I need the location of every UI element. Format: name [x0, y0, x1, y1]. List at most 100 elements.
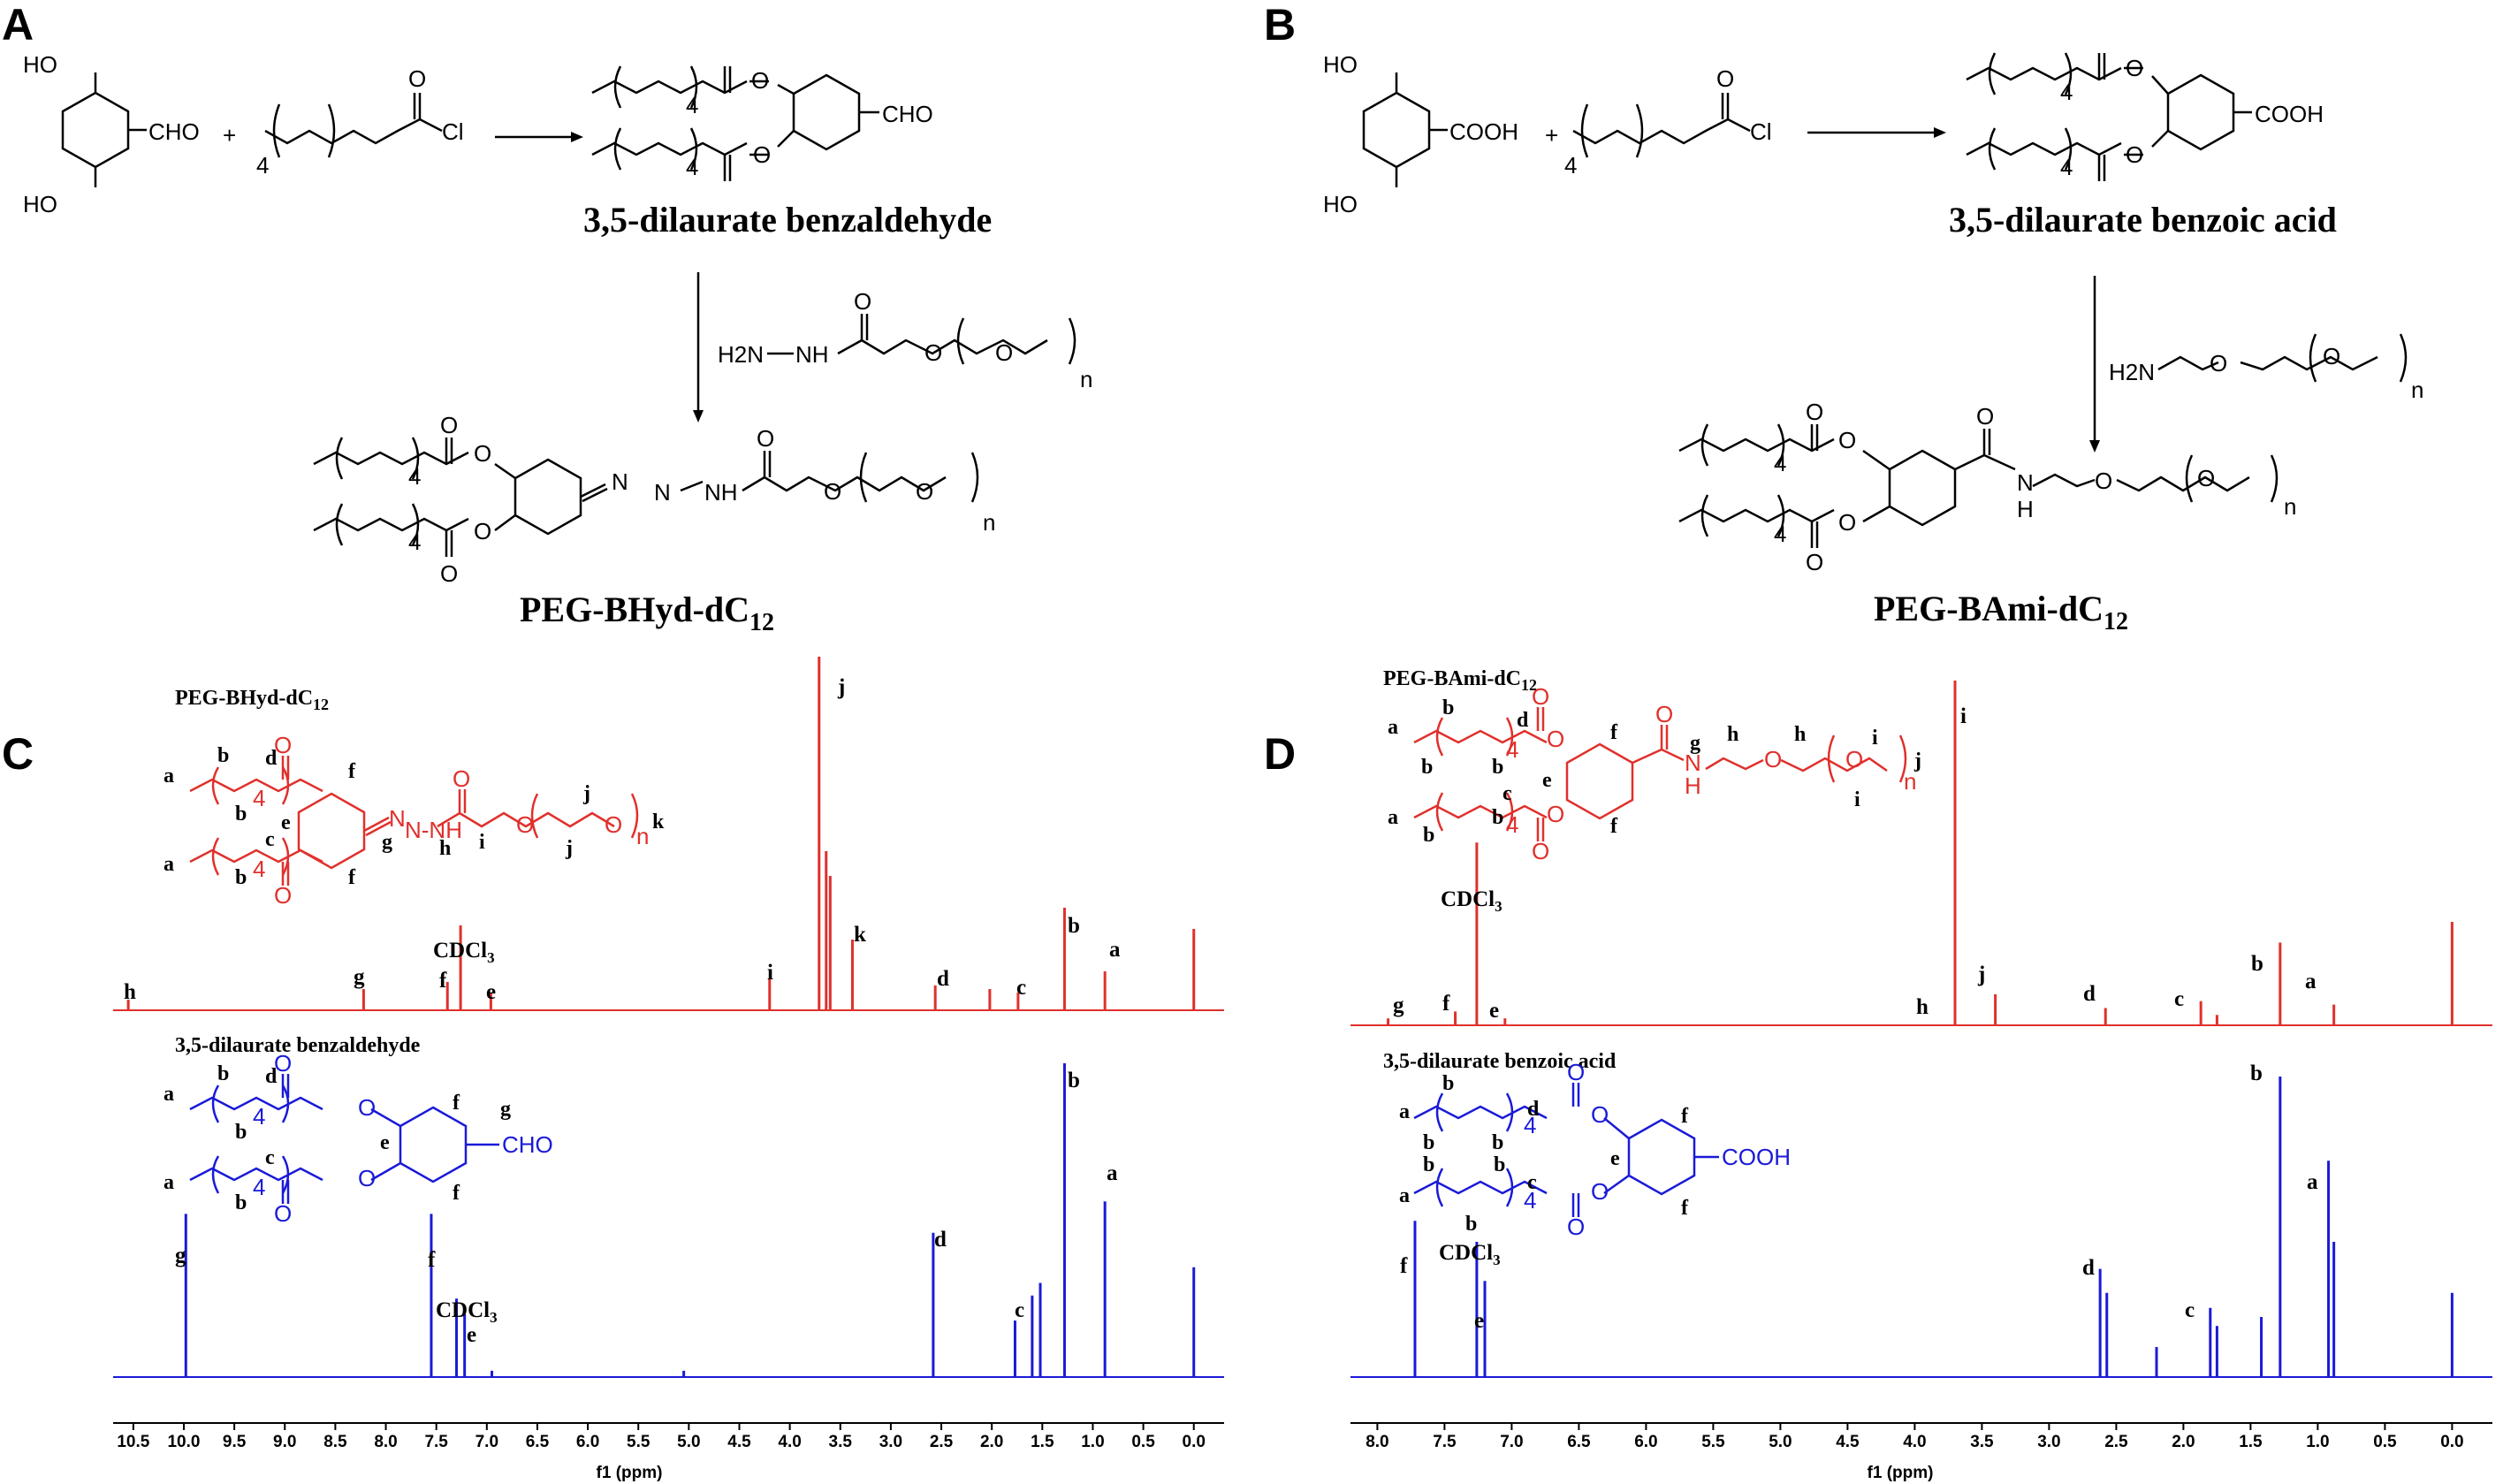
c-tick-label: 5.5 [627, 1433, 650, 1451]
d-top-sub4-a: 4 [1506, 736, 1518, 763]
d-tick-label: 2.0 [2172, 1433, 2195, 1451]
svg-text:f: f [439, 969, 447, 993]
b-p2-o6: O [2095, 468, 2112, 494]
svg-text:CDCl3: CDCl3 [1441, 887, 1503, 915]
d-bot-sub4-b: 4 [1524, 1187, 1536, 1214]
c-tick-label: 3.5 [829, 1433, 853, 1451]
c-bot-o-c: O [358, 1094, 376, 1121]
b-p1-cooh: COOH [2255, 101, 2324, 127]
svg-text:j: j [1977, 963, 1985, 986]
svg-text:i: i [1872, 727, 1878, 750]
a-r3-o1: O [854, 288, 871, 315]
d-top-n: N [1685, 750, 1701, 776]
d-bottom-peak-labels: f e d c b a CDCl3 [1400, 1062, 2318, 1333]
d-bottom-structure [1413, 1083, 1719, 1217]
d-top-nsub: n [1904, 768, 1916, 795]
b-r2-o: O [1716, 65, 1734, 92]
b-p1-o2: O [2126, 141, 2143, 168]
c-top-n: n [636, 823, 649, 849]
d-tick-label: 0.5 [2373, 1433, 2397, 1451]
a-p1-o2: O [753, 141, 771, 168]
b-reagent-dihydroxybenzoic-acid [1362, 72, 1448, 187]
c-tick-label: 7.0 [475, 1433, 498, 1451]
svg-text:e: e [486, 980, 496, 1004]
svg-text:a: a [1109, 938, 1121, 962]
svg-text:g: g [500, 1098, 511, 1121]
svg-text:h: h [1794, 723, 1806, 746]
c-tick-label: 1.0 [1081, 1433, 1104, 1451]
a-p2-sub1: 4 [408, 463, 421, 490]
a-r3-o3: O [995, 339, 1013, 366]
svg-text:f: f [428, 1248, 436, 1272]
svg-text:b: b [235, 1191, 247, 1214]
svg-text:a: a [1399, 1100, 1410, 1123]
a-p2-o6: O [824, 478, 841, 505]
a-ho-top: HO [23, 51, 57, 78]
c-bottom-structure [189, 1074, 499, 1204]
svg-text:e: e [1542, 769, 1552, 792]
c-tick-label: 2.0 [980, 1433, 1003, 1451]
a-p1-sub1: 4 [686, 92, 698, 118]
a-product2-structure [313, 437, 979, 557]
b-plus: + [1545, 122, 1558, 148]
c-bot-o-b: O [274, 1200, 292, 1227]
d-bot-o-a: O [1567, 1059, 1585, 1085]
a-p2-n1: N [612, 468, 628, 495]
svg-text:f: f [348, 866, 356, 889]
svg-text:h: h [1916, 995, 1929, 1019]
svg-text:b: b [217, 744, 229, 767]
a-arrow-right-head [571, 132, 583, 142]
a-product1-name: 3,5-dilaurate benzaldehyde [583, 200, 992, 240]
b-r3-o1: O [2210, 350, 2227, 377]
d-bot-o-b: O [1567, 1214, 1585, 1240]
svg-text:j: j [582, 782, 590, 805]
svg-text:e: e [1474, 1309, 1484, 1333]
svg-text:a: a [1107, 1161, 1118, 1185]
c-top-label: PEG-BHyd-dC12 [175, 687, 329, 713]
svg-text:b: b [1492, 806, 1503, 829]
b-product2-structure [1678, 423, 2279, 548]
svg-text:e: e [467, 1323, 476, 1347]
svg-text:a: a [1388, 716, 1398, 739]
d-tick-label: 6.5 [1567, 1433, 1591, 1451]
a-p2-n2: N [654, 479, 671, 506]
b-ho-top: HO [1323, 51, 1358, 78]
d-bot-o-c: O [1591, 1101, 1609, 1128]
svg-text:g: g [175, 1244, 186, 1267]
a-p2-o1: O [474, 440, 491, 467]
svg-text:k: k [652, 810, 665, 833]
svg-text:b: b [1423, 1131, 1434, 1154]
c-top-structure [189, 756, 639, 886]
svg-text:b: b [2251, 952, 2263, 976]
c-bot-cho: CHO [502, 1131, 553, 1158]
svg-text:e: e [380, 1131, 390, 1154]
c-tick-label: 10.0 [167, 1433, 200, 1451]
svg-text:d: d [265, 747, 278, 770]
c-bot-sub4-a: 4 [253, 1103, 265, 1130]
d-bottom-label: 3,5-dilaurate benzoic acid [1383, 1050, 1617, 1073]
b-p1-o1: O [2126, 55, 2143, 81]
b-p2-o1: O [1838, 427, 1856, 453]
svg-text:c: c [1015, 1298, 1024, 1322]
d-top-structure [1413, 707, 1907, 841]
d-top-h: H [1685, 772, 1701, 799]
d-top-sub4-b: 4 [1506, 811, 1518, 838]
svg-text:i: i [1854, 788, 1860, 811]
svg-text:j: j [565, 837, 573, 860]
c-top-o-c: O [453, 765, 470, 792]
d-tick-label: 7.0 [1500, 1433, 1523, 1451]
c-bottom-peak-labels: g f e d c b a CDCl3 [175, 1069, 1118, 1347]
c-tick-label: 4.0 [778, 1433, 801, 1451]
d-tick-label: 3.5 [1970, 1433, 1994, 1451]
b-product1-name: 3,5-dilaurate benzoic acid [1949, 200, 2337, 240]
svg-text:f: f [1610, 721, 1618, 744]
a-product2-name: PEG-BHyd-dC12 [520, 590, 774, 636]
c-tick-label: 1.5 [1031, 1433, 1054, 1451]
d-bot-cooh: COOH [1722, 1144, 1791, 1170]
b-p2-sub2: 4 [1774, 521, 1786, 547]
c-top-nn: N [389, 805, 406, 832]
b-p2-o2: O [1838, 509, 1856, 536]
a-arrow-down-head [693, 410, 704, 422]
